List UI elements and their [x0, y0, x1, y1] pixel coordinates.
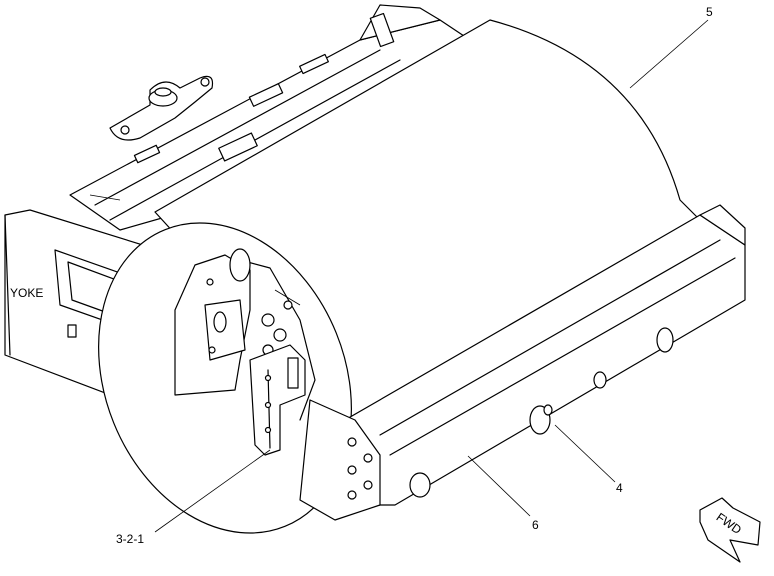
mounting-brackets [174, 248, 306, 456]
isolator-mounts [409, 327, 674, 498]
yoke-frame [4, 4, 471, 411]
fwd-arrow-icon: FWD [699, 497, 761, 563]
leader-5 [629, 19, 709, 89]
leader-lines [154, 19, 709, 533]
leader-3-2-1 [154, 449, 271, 533]
label-part-5: 5 [706, 5, 713, 19]
leader-4 [554, 424, 616, 483]
label-part-6: 6 [532, 518, 539, 532]
scraper-bar [299, 204, 746, 521]
label-yoke: YOKE [10, 286, 43, 300]
bearing-flange [109, 75, 214, 141]
label-part-4: 4 [616, 481, 623, 495]
leader-6 [467, 455, 531, 517]
label-part-3-2-1: 3-2-1 [116, 532, 144, 546]
